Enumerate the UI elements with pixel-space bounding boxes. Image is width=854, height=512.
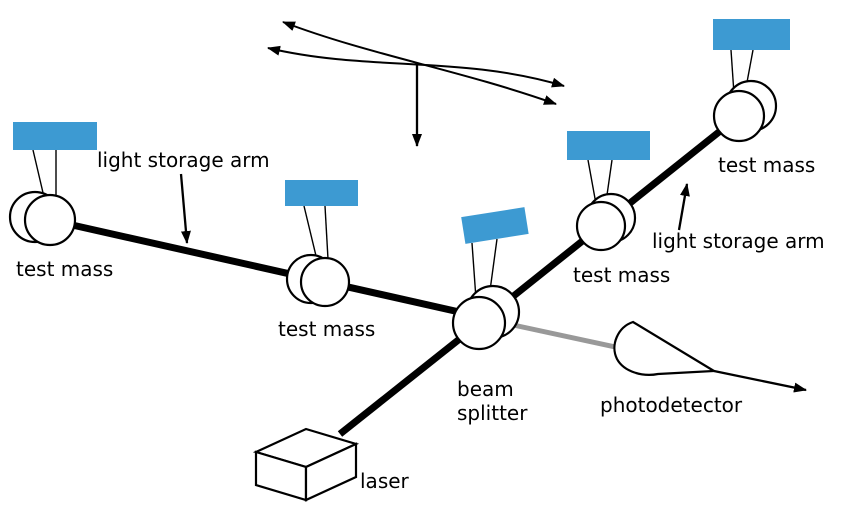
laser-box: [252, 427, 360, 502]
beam-splitter-disc: [451, 284, 521, 351]
label-photodetector: photodetector: [600, 393, 743, 417]
label-beam-splitter-line1: beam: [457, 377, 514, 401]
suspension-mount-mid-right: [567, 131, 650, 160]
label-test-mass-mid-left: test mass: [278, 317, 375, 341]
label-beam-splitter-line2: splitter: [457, 401, 528, 425]
test-mass-far-right-cylinder: [712, 79, 778, 143]
label-test-mass-far-right: test mass: [718, 153, 815, 177]
photodetector-horn: [613, 320, 718, 376]
right-arm-pointer-arrow: [677, 183, 690, 231]
suspension-mount-far-left: [13, 122, 97, 150]
label-light-storage-arm-left: light storage arm: [97, 148, 270, 172]
suspension-mount-beam-splitter: [461, 207, 529, 244]
photodetector-output-arrow: [713, 369, 807, 393]
gravitational-wave-icon: [267, 21, 565, 147]
test-mass-mid-right-cylinder: [575, 192, 637, 252]
label-test-mass-mid-right: test mass: [573, 263, 670, 287]
suspension-wires: [32, 49, 754, 300]
test-mass-mid-left-cylinder: [285, 253, 351, 308]
suspension-mount-mid-left: [285, 180, 358, 206]
suspension-mount-far-right: [713, 19, 790, 50]
label-laser: laser: [360, 469, 410, 493]
test-mass-far-left-cylinder: [8, 190, 77, 247]
left-arm-pointer-arrow: [179, 173, 191, 244]
label-light-storage-arm-right: light storage arm: [652, 229, 825, 253]
label-test-mass-far-left: test mass: [16, 257, 113, 281]
left-storage-arm-beam: [49, 216, 487, 322]
